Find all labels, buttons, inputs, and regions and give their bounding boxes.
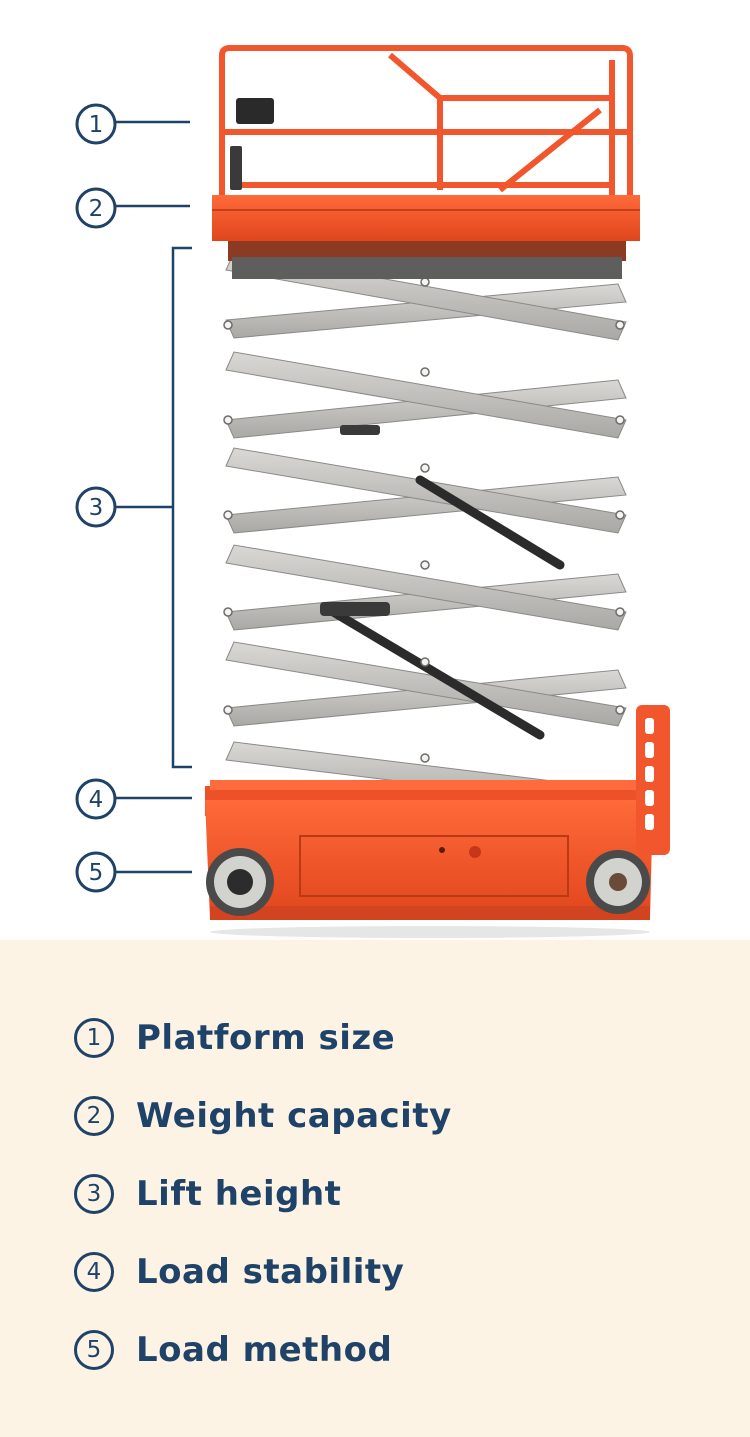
- legend-item: 2 Weight capacity: [74, 1090, 452, 1142]
- callout-numbers: 1 2 3 4 5: [89, 112, 104, 886]
- legend-number-badge: 4: [74, 1252, 114, 1292]
- legend-label: Load stability: [136, 1252, 405, 1292]
- callout-number: 5: [89, 860, 104, 886]
- legend-number-badge: 3: [74, 1174, 114, 1214]
- legend-label: Platform size: [136, 1018, 396, 1058]
- callout-number: 1: [89, 112, 104, 138]
- chassis: [205, 705, 670, 938]
- callout-1: [75, 103, 190, 145]
- scissor-lift-illustration: 1 2 3 4 5: [75, 45, 670, 938]
- callout-4: [75, 778, 192, 820]
- legend-number-badge: 1: [74, 1018, 114, 1058]
- control-box: [236, 98, 274, 124]
- callout-5: [75, 851, 192, 893]
- scissor-lift-figure: 1 2 3 4 5: [75, 45, 670, 938]
- callout-number: 2: [89, 196, 104, 222]
- legend-label: Lift height: [136, 1174, 342, 1214]
- legend-item: 1 Platform size: [74, 1012, 452, 1064]
- legend-item: 3 Lift height: [74, 1168, 452, 1220]
- scissor-stack: [223, 251, 627, 809]
- callout-3: [75, 246, 192, 769]
- legend-item: 5 Load method: [74, 1324, 452, 1376]
- callout-number: 3: [89, 495, 104, 521]
- callout-2: [75, 187, 190, 229]
- legend-label: Weight capacity: [136, 1096, 452, 1136]
- platform: [212, 45, 640, 279]
- legend-label: Load method: [136, 1330, 393, 1370]
- platform-deck: [212, 195, 640, 241]
- legend-panel: 1 Platform size 2 Weight capacity 3 Lift…: [0, 940, 750, 1437]
- legend-number-badge: 5: [74, 1330, 114, 1370]
- callouts: [75, 103, 192, 893]
- legend-number-badge: 2: [74, 1096, 114, 1136]
- legend-list: 1 Platform size 2 Weight capacity 3 Lift…: [74, 1012, 452, 1402]
- callout-number: 4: [89, 787, 104, 813]
- wheels: [206, 848, 650, 916]
- legend-item: 4 Load stability: [74, 1246, 452, 1298]
